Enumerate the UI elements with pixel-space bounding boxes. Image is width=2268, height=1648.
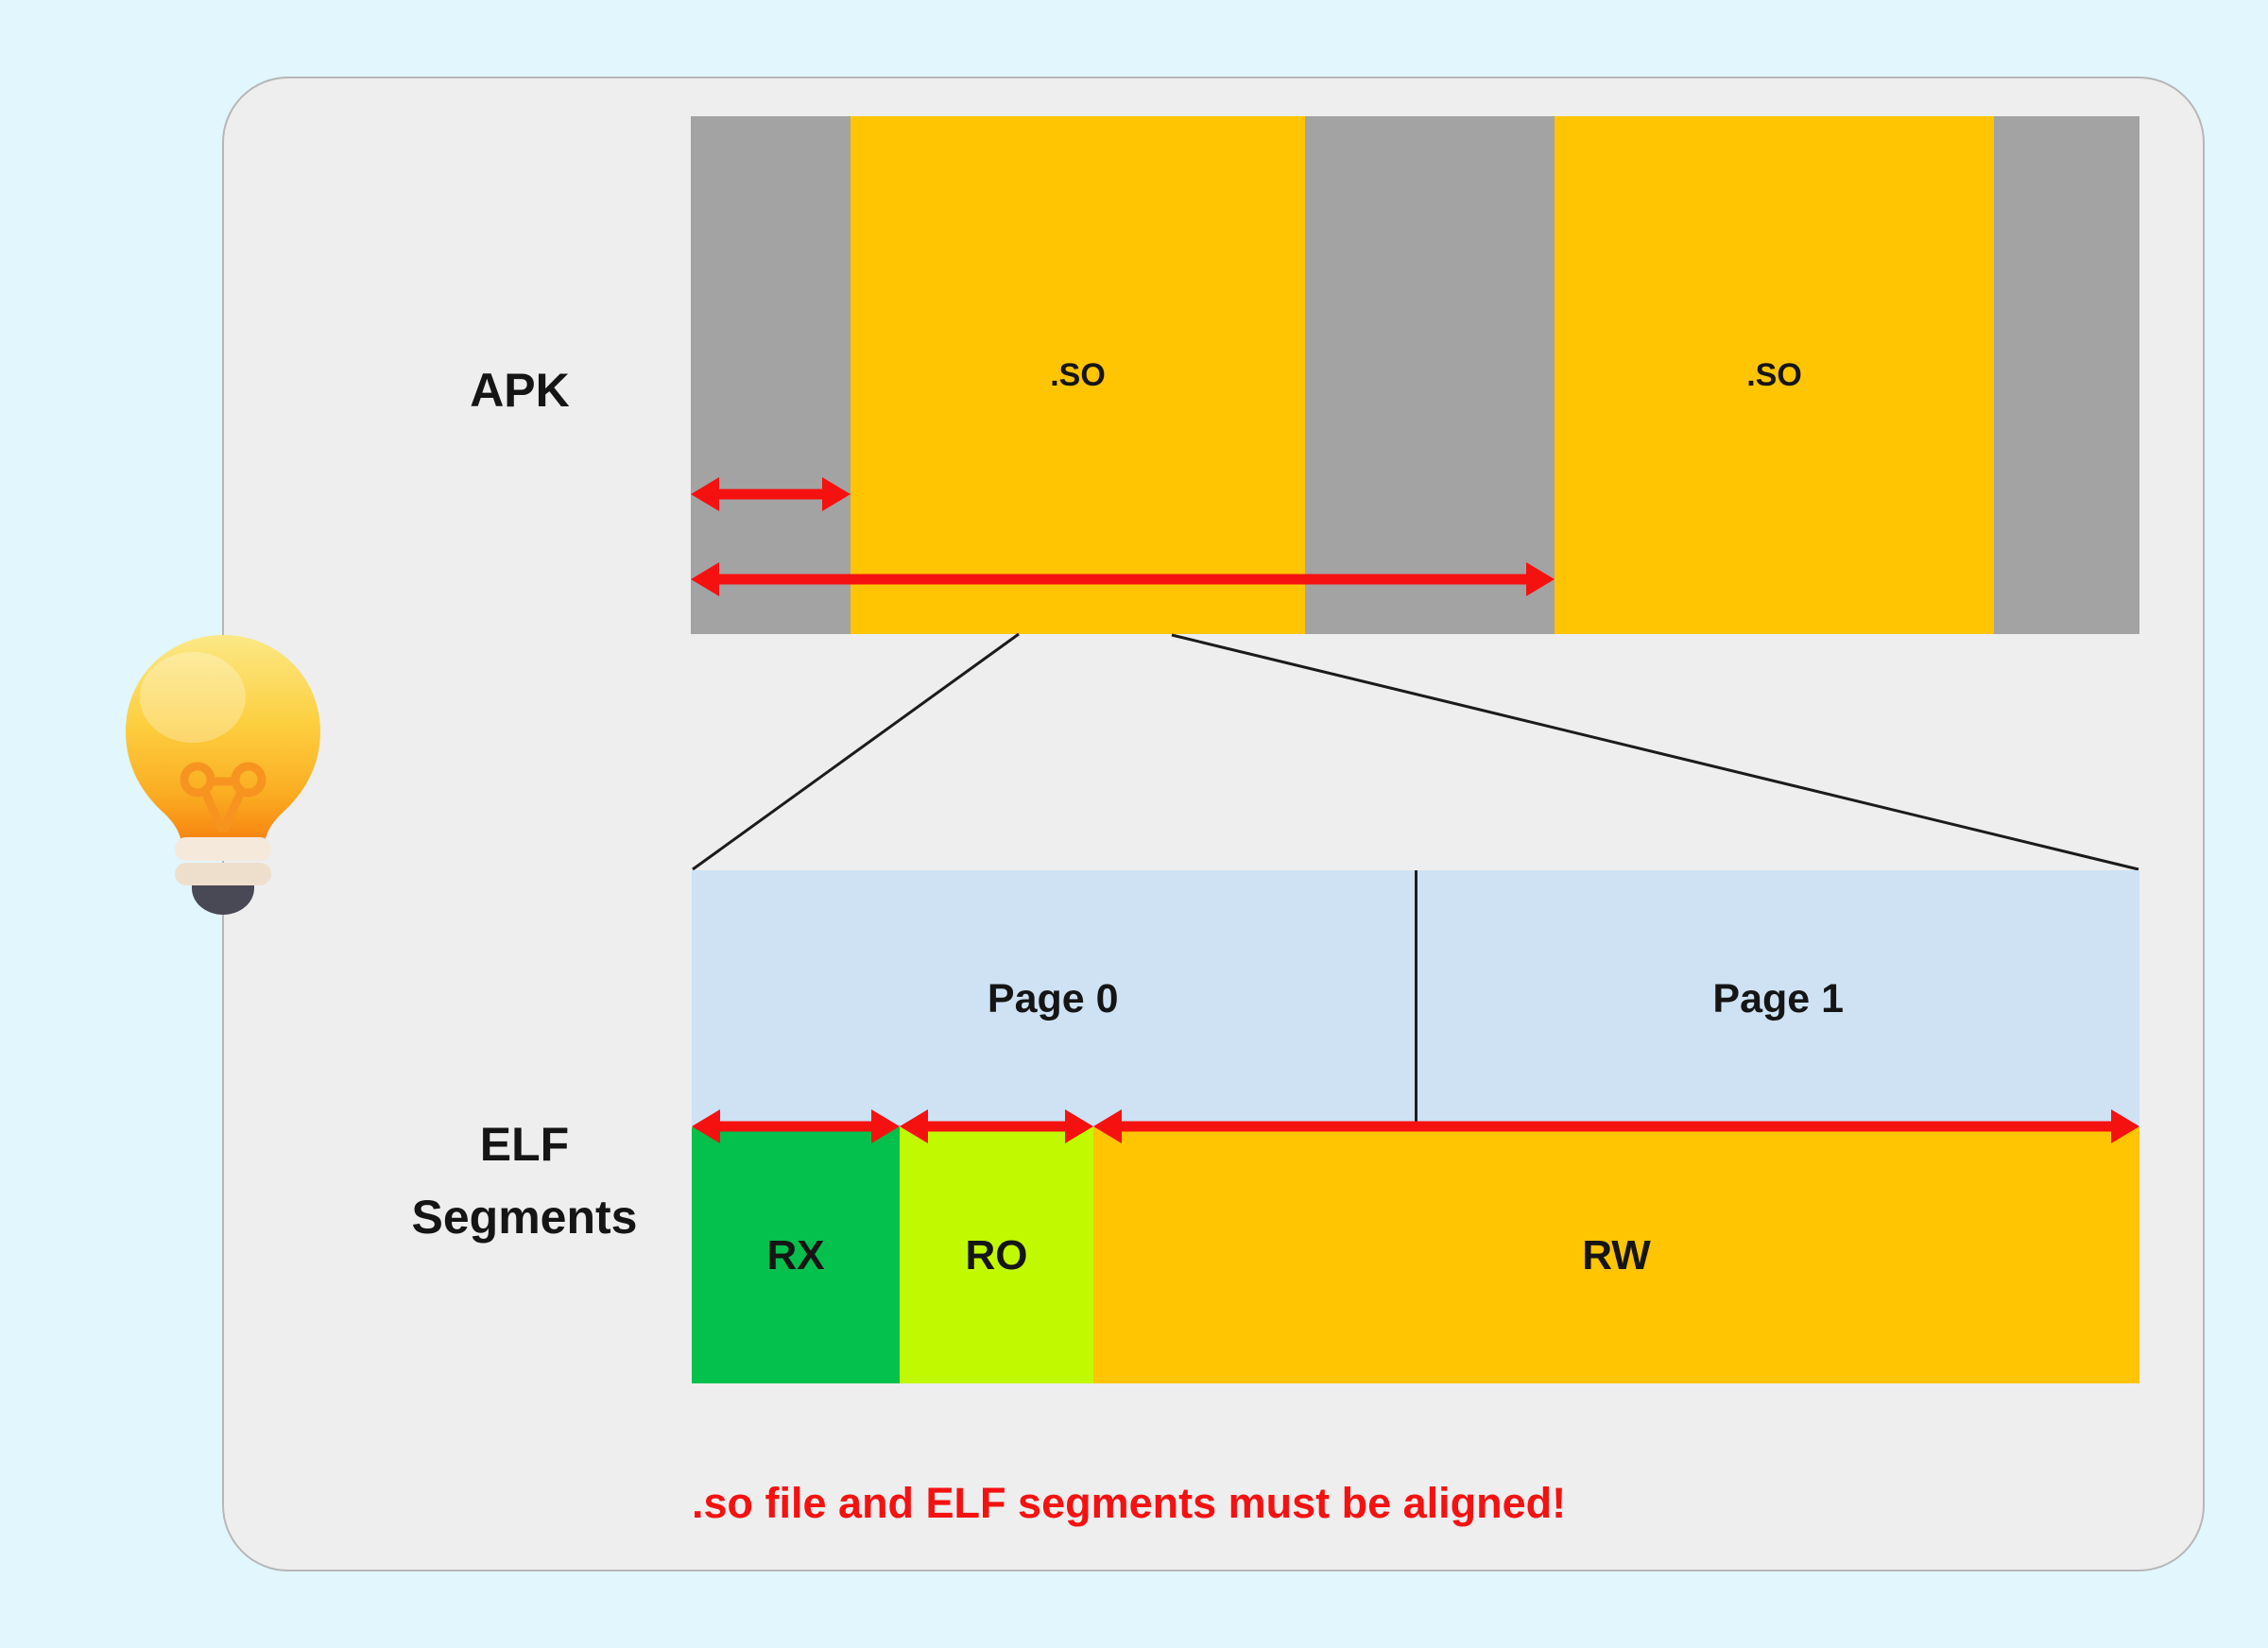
apk-so-segment: .SO [850,116,1305,634]
so-label: .SO [1746,356,1802,393]
page-divider [1414,870,1418,1127]
arrow-line [713,1121,879,1132]
apk-label: APK [470,364,570,417]
page-1-cell: Page 1 [1418,870,2140,1127]
elf-label-line2: Segments [411,1191,638,1244]
lightbulb-icon [126,635,320,915]
bulb-glass [126,635,320,847]
so-label: .SO [1050,356,1106,393]
bulb-base-cap [192,879,254,915]
elf-segments-label: ELF Segments [364,1108,685,1254]
bulb-collar-bottom [175,863,271,885]
arrow-line [712,489,830,500]
arrowhead-right [871,1109,900,1143]
bulb-filament [180,762,266,833]
page-0-cell: Page 0 [692,870,1415,1127]
page-0-label: Page 0 [987,975,1119,1021]
apk-so-segment: .SO [1555,116,1994,634]
apk-so-alignment-arrow [691,562,1555,596]
rx-width-arrow [692,1109,900,1143]
ro-label: RO [965,1231,1028,1279]
rw-label: RW [1582,1231,1651,1279]
bulb-highlight [140,652,246,743]
arrow-line [1114,1121,2119,1132]
arrowhead-right [822,477,850,511]
apk-gap-segment [691,116,850,634]
rx-label: RX [766,1231,825,1279]
apk-gap-width-arrow [691,477,850,511]
arrowhead-right [2111,1109,2139,1143]
elf-label-line1: ELF [479,1118,570,1171]
arrowhead-right [1526,562,1555,596]
alignment-note: .so file and ELF segments must be aligne… [692,1479,1567,1527]
ro-width-arrow [900,1109,1093,1143]
apk-gap-segment [1994,116,2139,634]
elf-segments-row: RX RO RW [692,1127,2139,1383]
memory-pages-box: Page 0 Page 1 [692,870,2139,1127]
arrow-line [712,574,1534,585]
rw-width-arrow [1093,1109,2139,1143]
rx-segment: RX [692,1127,900,1383]
ro-segment: RO [900,1127,1093,1383]
arrowhead-right [1065,1109,1093,1143]
apk-gap-segment [1305,116,1555,634]
page-1-label: Page 1 [1712,975,1845,1021]
apk-bar: .SO .SO [691,116,2139,634]
bulb-collar-top [175,837,271,861]
rw-segment: RW [1093,1127,2139,1383]
arrow-line [920,1121,1073,1132]
